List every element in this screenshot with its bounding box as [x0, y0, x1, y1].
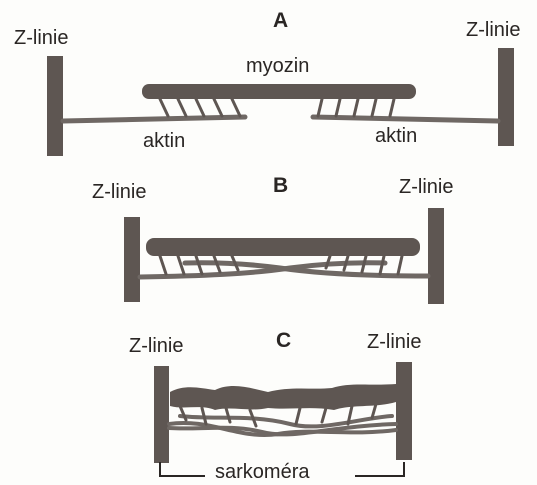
- panel-a-myosin: [142, 84, 416, 99]
- panel-b-letter: B: [273, 175, 288, 196]
- sarcomere-bracket-right: [355, 462, 404, 476]
- panel-b-z-line-right: [428, 208, 444, 304]
- panel-a-actin-label-right: aktin: [375, 126, 417, 146]
- panel-a-letter: A: [273, 10, 288, 31]
- panel-b-drawing: [124, 208, 444, 304]
- panel-a-actin-left: [63, 117, 245, 121]
- panel-a-actin-right: [313, 117, 498, 121]
- panel-a-myosin-label: myozin: [246, 56, 309, 76]
- sarcomere-label: sarkoméra: [215, 462, 309, 482]
- panel-c-actin: [169, 416, 396, 435]
- panel-a-z-label-right: Z-linie: [466, 20, 520, 40]
- panel-c-z-label-right: Z-linie: [367, 332, 421, 352]
- panel-a-actin-label-left: aktin: [143, 131, 185, 151]
- panel-b-z-label-right: Z-linie: [399, 177, 453, 197]
- panel-c-z-label-left: Z-linie: [129, 336, 183, 356]
- panel-a-myosin-heads: [160, 99, 394, 116]
- sarcomere-bracket-left: [160, 462, 205, 476]
- panel-b-z-line-left: [124, 217, 140, 302]
- panel-c-letter: C: [276, 330, 291, 351]
- panel-c-z-line-left: [154, 366, 169, 463]
- panel-c-drawing: [154, 362, 412, 476]
- panel-c-myosin: [170, 384, 396, 410]
- panel-b-z-label-left: Z-linie: [92, 182, 146, 202]
- panel-b-myosin: [146, 238, 420, 256]
- panel-a-z-line-right: [498, 48, 514, 146]
- panel-c-z-line-right: [396, 362, 412, 460]
- panel-a-z-line-left: [47, 56, 63, 156]
- panel-a-z-label-left: Z-linie: [14, 28, 68, 48]
